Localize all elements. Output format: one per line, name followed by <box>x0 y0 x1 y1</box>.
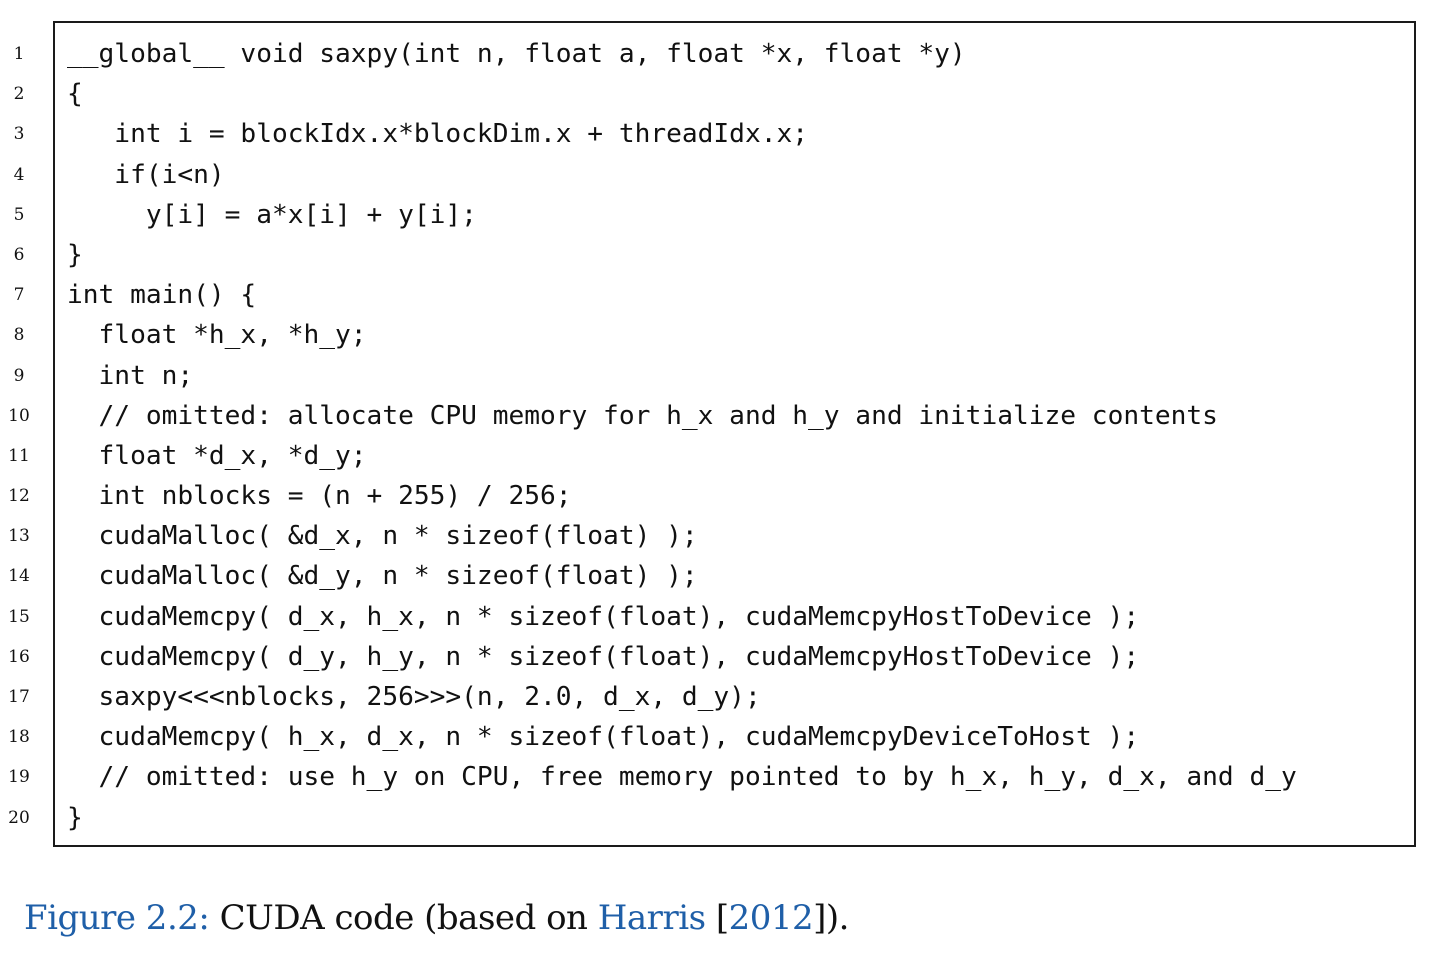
figure-caption: Figure 2.2: CUDA code (based on Harris [… <box>24 898 849 938</box>
code-line: cudaMemcpy( d_y, h_y, n * sizeof(float),… <box>67 641 1140 672</box>
caption-text: CUDA code (based on <box>209 898 598 938</box>
code-line: int nblocks = (n + 255) / 256; <box>67 481 572 512</box>
citation-year-link[interactable]: 2012 <box>728 898 814 938</box>
line-number: 19 <box>8 767 30 788</box>
code-line: y[i] = a*x[i] + y[i]; <box>67 199 477 230</box>
code-listing-frame: __global__ void saxpy(int n, float a, fl… <box>53 21 1416 847</box>
line-number: 15 <box>8 606 30 627</box>
code-line: { <box>67 79 83 110</box>
code-line: __global__ void saxpy(int n, float a, fl… <box>67 39 966 69</box>
line-number: 13 <box>8 526 30 547</box>
code-line: float *d_x, *d_y; <box>67 440 367 471</box>
code-line: int i = blockIdx.x*blockDim.x + threadId… <box>67 119 809 150</box>
line-number: 16 <box>8 646 30 667</box>
line-number: 7 <box>13 285 25 306</box>
line-number: 9 <box>13 365 25 386</box>
line-number: 1 <box>13 44 25 64</box>
line-number: 8 <box>13 325 25 346</box>
code-line: cudaMemcpy( h_x, d_x, n * sizeof(float),… <box>67 722 1140 753</box>
line-number: 12 <box>8 486 30 507</box>
code-listing: __global__ void saxpy(int n, float a, fl… <box>67 34 1297 838</box>
line-number: 4 <box>13 164 25 185</box>
figure-label-link[interactable]: Figure 2.2: <box>24 898 210 938</box>
code-line: int n; <box>67 360 194 391</box>
line-number: 3 <box>13 124 25 145</box>
line-number: 20 <box>8 807 30 828</box>
code-line: cudaMemcpy( d_x, h_x, n * sizeof(float),… <box>67 601 1140 632</box>
code-line: int main() { <box>67 280 257 311</box>
line-number: 14 <box>8 566 30 587</box>
line-number: 17 <box>8 687 30 707</box>
code-line: cudaMalloc( &d_y, n * sizeof(float) ); <box>67 561 698 592</box>
line-number: 18 <box>8 727 30 748</box>
code-line: } <box>67 802 83 833</box>
line-number: 11 <box>8 445 30 466</box>
code-line: saxpy<<<nblocks, 256>>>(n, 2.0, d_x, d_y… <box>67 682 761 712</box>
code-line: // omitted: allocate CPU memory for h_x … <box>67 400 1218 431</box>
code-line: } <box>67 239 83 270</box>
line-number: 10 <box>8 405 30 426</box>
caption-closing: ]). <box>813 898 849 938</box>
line-number: 5 <box>13 204 25 225</box>
code-line: float *h_x, *h_y; <box>67 320 367 351</box>
line-number: 2 <box>13 84 25 105</box>
code-line: // omitted: use h_y on CPU, free memory … <box>67 762 1297 793</box>
citation-author-link[interactable]: Harris <box>597 898 706 938</box>
line-number: 6 <box>13 244 25 265</box>
code-line: if(i<n) <box>67 159 225 190</box>
code-line: cudaMalloc( &d_x, n * sizeof(float) ); <box>67 521 698 552</box>
caption-bracket-open: [ <box>705 898 729 938</box>
